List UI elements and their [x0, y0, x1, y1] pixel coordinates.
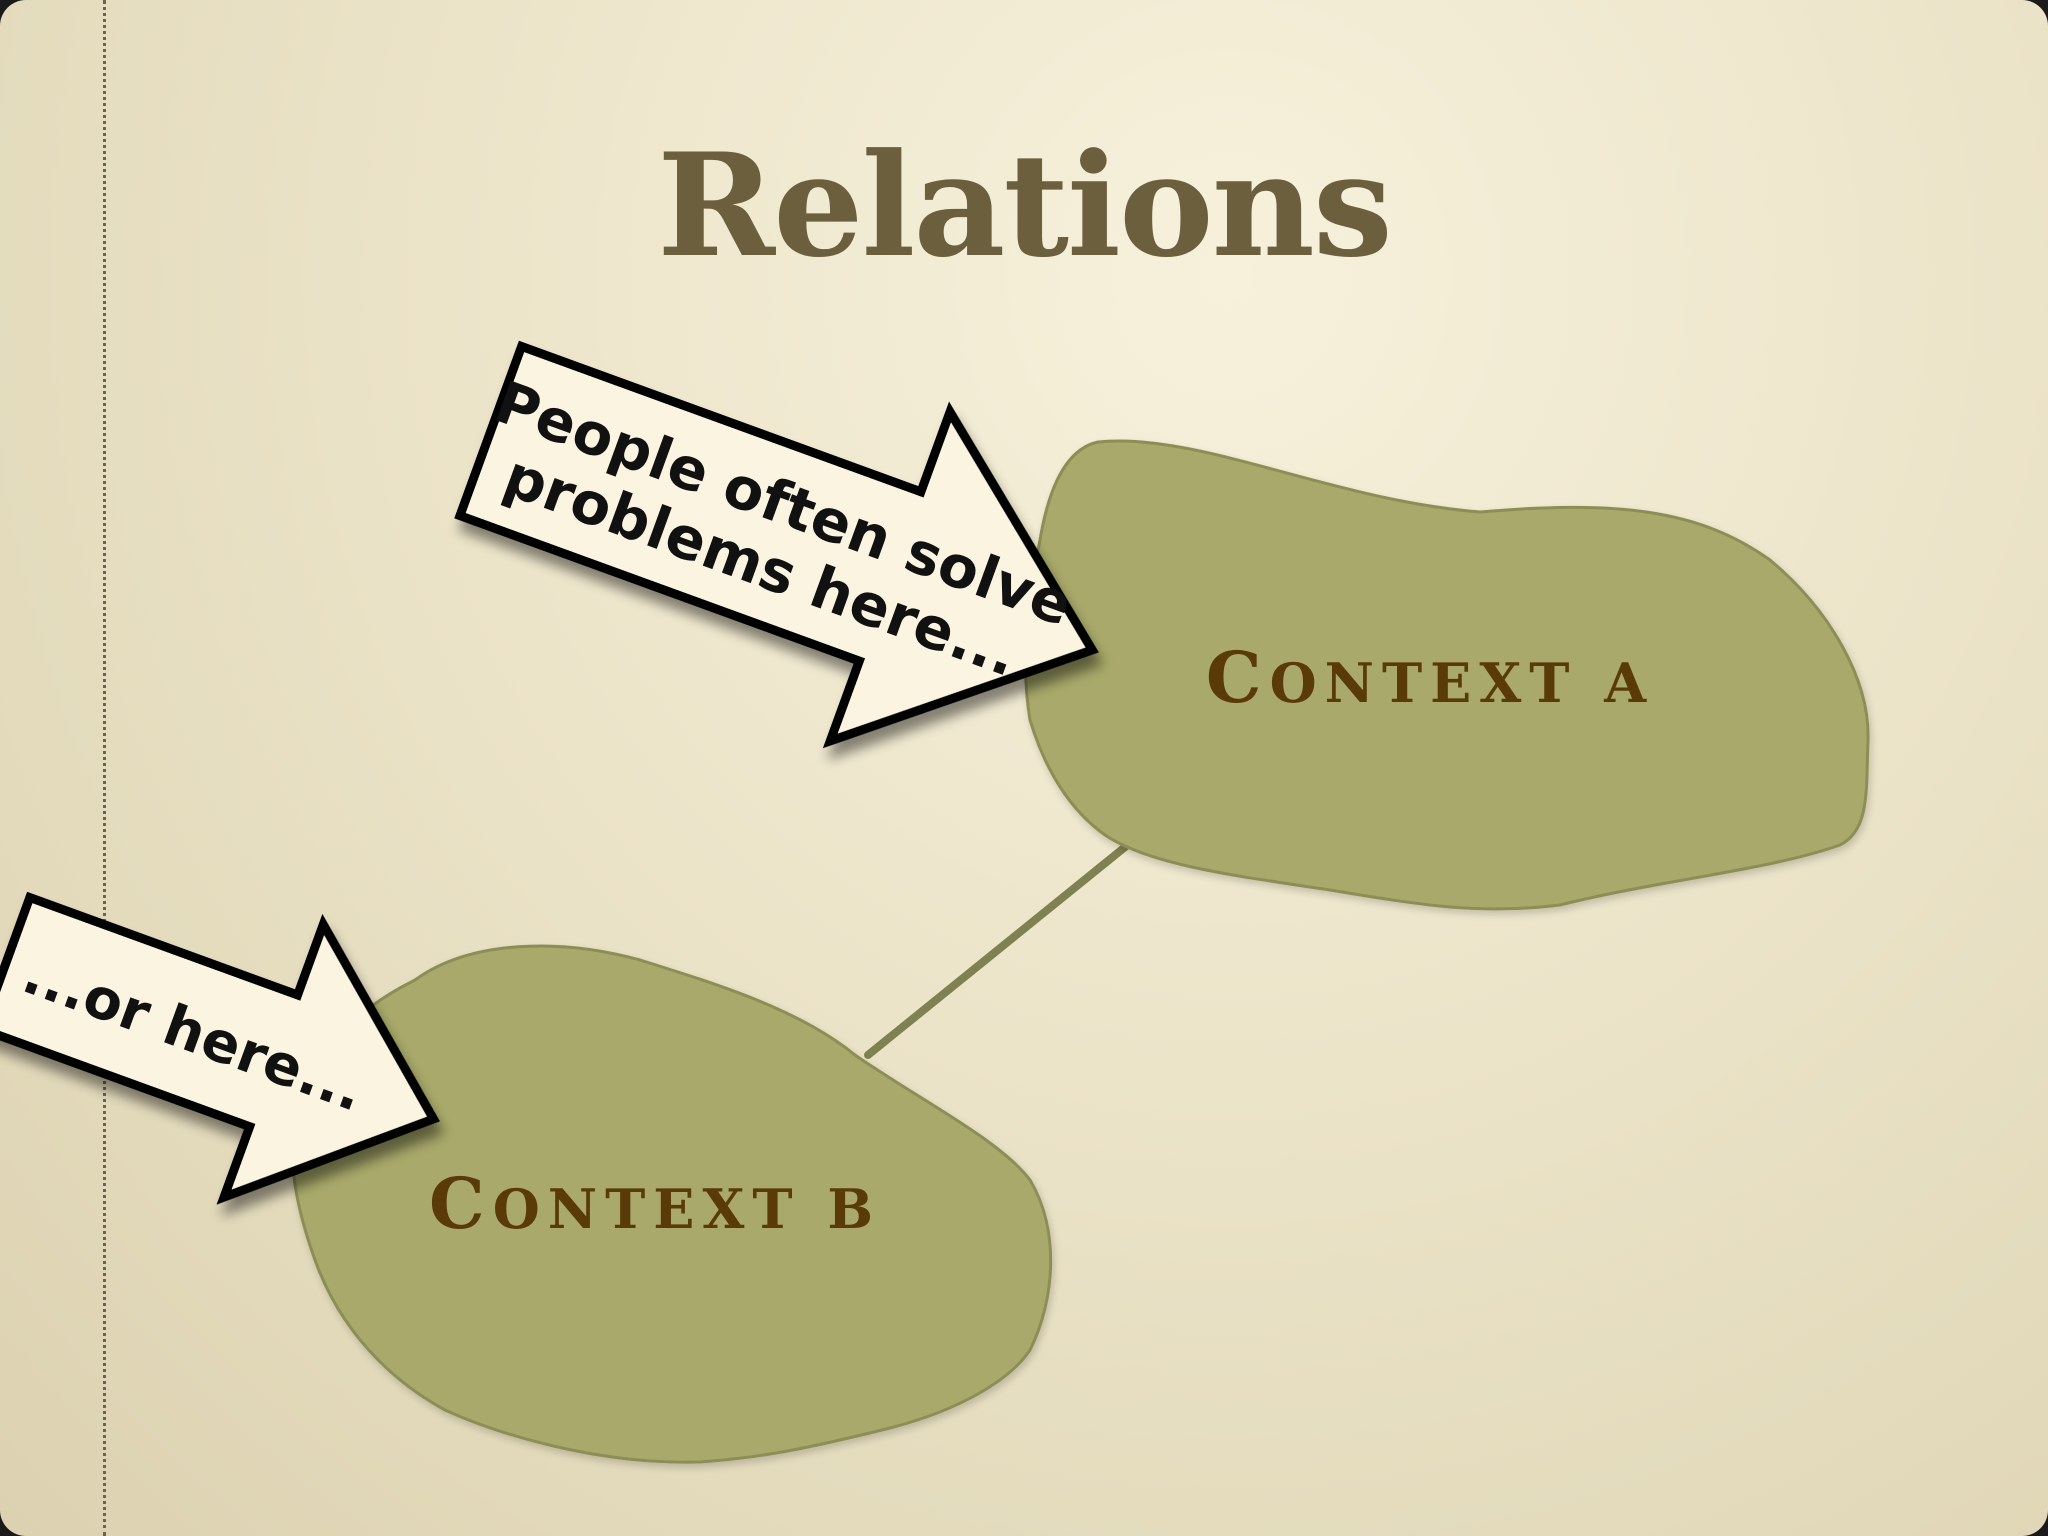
context-b-blob — [291, 944, 1053, 1464]
margin-dotted-line — [103, 0, 106, 1536]
context-a-label: CONTEXT A — [1206, 636, 1654, 719]
context-a-label-rest: ONTEXT A — [1270, 651, 1655, 715]
relation-connector-line — [864, 839, 1134, 1059]
page-title: Relations — [657, 123, 1393, 289]
callout-arrow-second-shape — [0, 891, 440, 1205]
context-b-label: CONTEXT B — [429, 1162, 881, 1245]
callout-arrow-second: ...or here... — [0, 891, 440, 1205]
context-b-label-initial: C — [429, 1162, 493, 1245]
context-a-blob — [1024, 439, 1870, 911]
context-b-label-rest: ONTEXT B — [493, 1177, 881, 1241]
callout-arrow-first-shape — [454, 340, 1099, 749]
context-a-label-initial: C — [1206, 636, 1270, 719]
